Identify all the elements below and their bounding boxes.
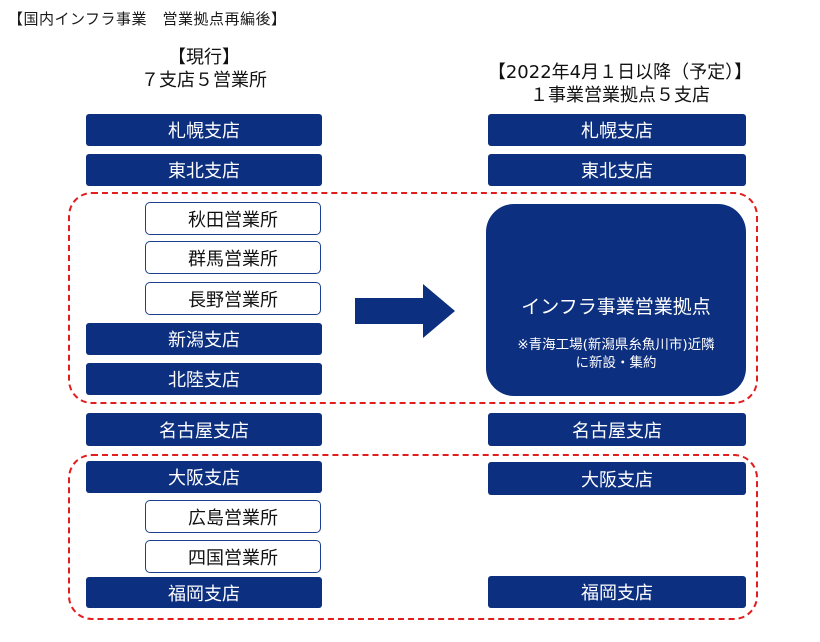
hub-label: インフラ事業営業拠点 <box>521 296 711 318</box>
hub-note-line2: に新設・集約 <box>575 355 657 371</box>
current-office-tohoku: 東北支店 <box>86 154 322 186</box>
group-outline-west <box>68 454 758 620</box>
future-office-nagoya: 名古屋支店 <box>488 413 746 446</box>
current-office-fukuoka: 福岡支店 <box>86 577 322 608</box>
current-office-nagano: 長野営業所 <box>145 282 321 315</box>
group-outline-north <box>68 192 758 404</box>
future-heading-line2: １事業営業拠点５支店 <box>530 85 710 106</box>
current-heading-line2: ７支店５営業所 <box>141 70 267 91</box>
current-heading: 【現行】 ７支店５営業所 <box>86 46 322 92</box>
future-office-tohoku: 東北支店 <box>488 154 746 186</box>
hub-note: ※青海工場(新潟県糸魚川市)近隣 に新設・集約 <box>486 336 746 372</box>
current-office-niigata: 新潟支店 <box>86 323 322 355</box>
future-heading: 【2022年4月１日以降（予定）】 １事業営業拠点５支店 <box>450 61 790 107</box>
hub-note-line1: ※青海工場(新潟県糸魚川市)近隣 <box>517 337 715 353</box>
right-arrow-icon <box>355 284 455 338</box>
future-office-sapporo: 札幌支店 <box>488 114 746 146</box>
current-office-nagoya: 名古屋支店 <box>86 413 322 446</box>
current-office-gunma: 群馬営業所 <box>145 241 321 274</box>
current-office-akita: 秋田営業所 <box>145 202 321 235</box>
current-heading-line1: 【現行】 <box>168 47 240 68</box>
page-title: 【国内インフラ事業 営業拠点再編後】 <box>8 10 287 28</box>
current-office-hiroshima: 広島営業所 <box>145 500 321 533</box>
infrastructure-hub-box: インフラ事業営業拠点 ※青海工場(新潟県糸魚川市)近隣 に新設・集約 <box>486 204 746 396</box>
current-office-sapporo: 札幌支店 <box>86 114 322 146</box>
current-office-shikoku: 四国営業所 <box>145 540 321 573</box>
future-heading-line1: 【2022年4月１日以降（予定）】 <box>487 62 753 83</box>
current-office-hokuriku: 北陸支店 <box>86 363 322 395</box>
future-office-osaka: 大阪支店 <box>488 462 746 495</box>
current-office-osaka: 大阪支店 <box>86 461 322 493</box>
future-office-fukuoka: 福岡支店 <box>488 576 746 608</box>
